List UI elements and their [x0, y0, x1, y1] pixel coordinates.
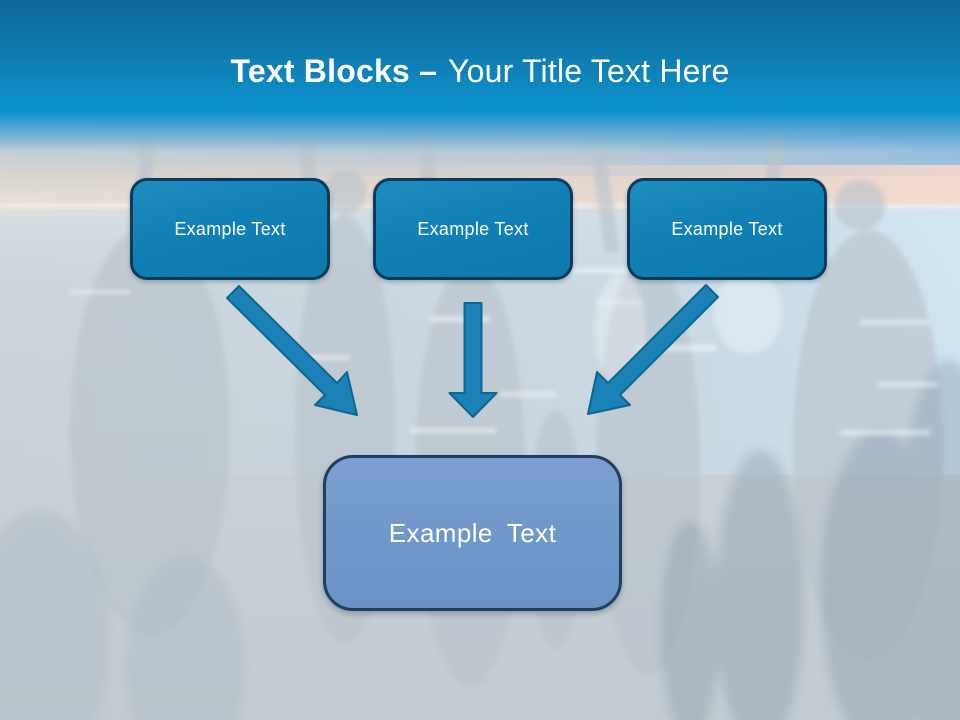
- text-block-1: Example Text: [130, 178, 330, 280]
- text-block-3-label: Example Text: [671, 218, 783, 239]
- bottom-text-block: Example Text: [323, 455, 622, 611]
- bottom-text-block-label: Example Text: [388, 517, 557, 548]
- title-bold-text: Text Blocks –: [230, 53, 438, 89]
- title-banner: [0, 0, 960, 152]
- text-block-3: Example Text: [627, 178, 827, 280]
- text-block-2: Example Text: [373, 178, 573, 280]
- title-regular-text: Your Title Text Here: [448, 53, 730, 89]
- left-foreground-silhouettes: [0, 510, 245, 720]
- text-block-2-label: Example Text: [417, 218, 529, 239]
- text-block-1-label: Example Text: [174, 218, 286, 239]
- foreground-silhouettes-group: [660, 360, 960, 720]
- slide-title: Text Blocks – Your Title Text Here: [0, 53, 960, 89]
